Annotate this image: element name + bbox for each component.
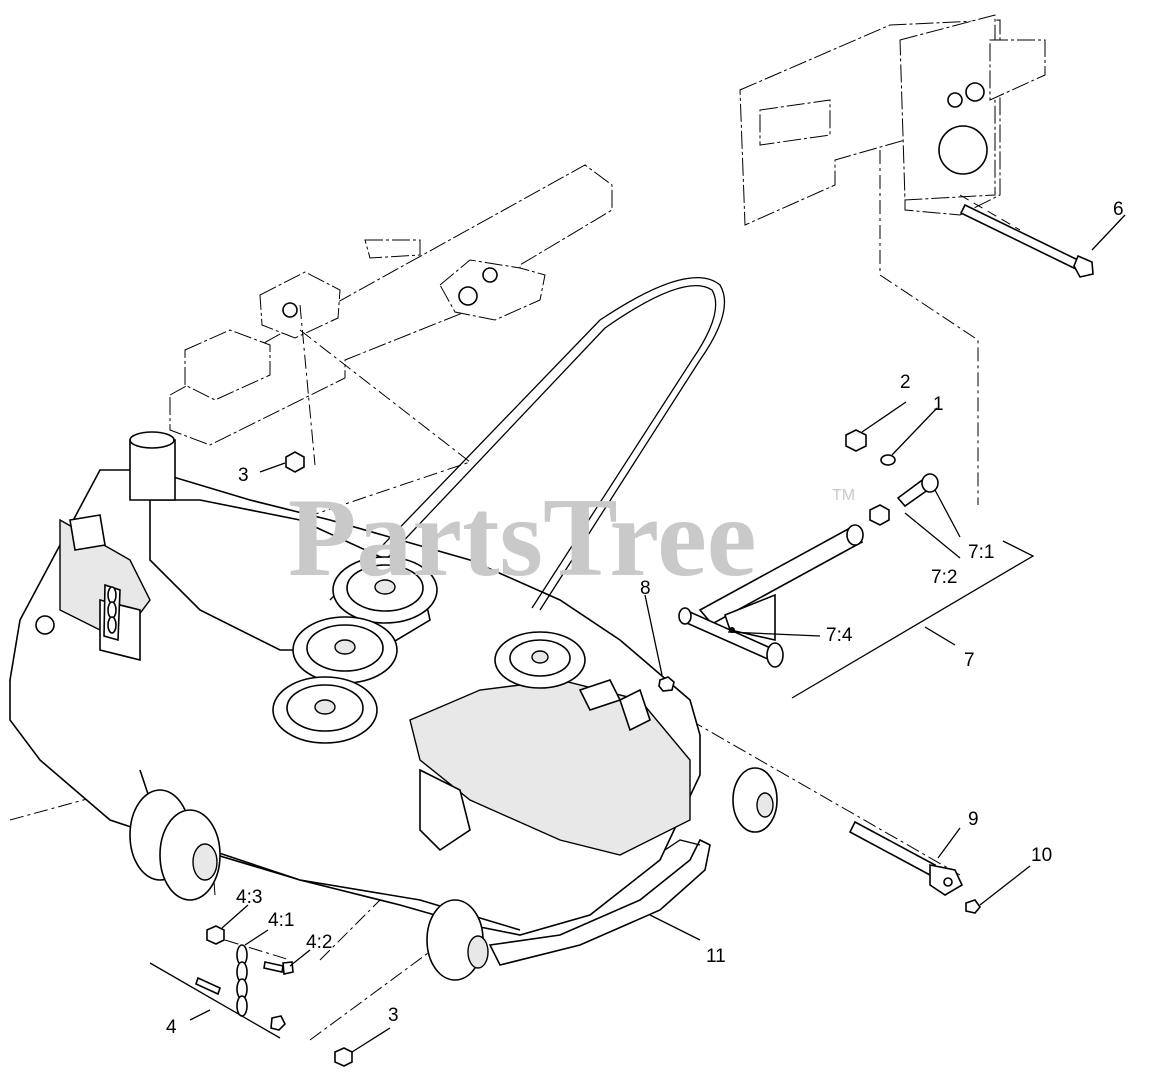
callout-3-upper: 3 xyxy=(238,465,249,486)
tractor-frame-left xyxy=(169,164,613,446)
callout-2: 2 xyxy=(900,372,911,393)
mower-deck xyxy=(9,431,701,936)
front-bumper xyxy=(488,838,711,966)
callout-3-lower: 3 xyxy=(388,1005,399,1026)
callout-4-2: 4:2 xyxy=(306,932,332,953)
callout-10: 10 xyxy=(1031,845,1052,866)
callout-1: 1 xyxy=(933,394,944,415)
pulleys xyxy=(272,556,586,744)
caster-wheels xyxy=(129,767,778,981)
callout-7-2: 7:2 xyxy=(931,567,957,588)
callout-9: 9 xyxy=(968,809,979,830)
leader-lines xyxy=(149,214,1126,1053)
callout-4-3: 4:3 xyxy=(236,887,262,908)
watermark-text: PartsTree xyxy=(288,476,757,600)
watermark: PartsTree TM xyxy=(288,476,855,600)
callout-4-1: 4:1 xyxy=(268,910,294,931)
drive-belt xyxy=(329,277,726,611)
callout-6: 6 xyxy=(1113,199,1124,220)
callout-8: 8 xyxy=(640,578,651,599)
callout-4: 4 xyxy=(166,1017,177,1038)
callout-11: 11 xyxy=(706,946,726,967)
callout-7-1: 7:1 xyxy=(968,542,994,563)
chain-icon xyxy=(107,586,117,634)
callout-7-4: 7:4 xyxy=(826,625,853,646)
callout-labels: 1 2 3 3 4 4:1 4:2 4:3 6 7 7:1 7:2 7:4 8 … xyxy=(166,199,1124,1038)
hardware-right xyxy=(658,203,1094,914)
callout-7: 7 xyxy=(964,650,975,671)
chain-icon xyxy=(236,944,248,1017)
watermark-trademark: TM xyxy=(832,487,855,504)
hardware-left xyxy=(103,451,353,1067)
tractor-frame-right xyxy=(739,14,1046,226)
